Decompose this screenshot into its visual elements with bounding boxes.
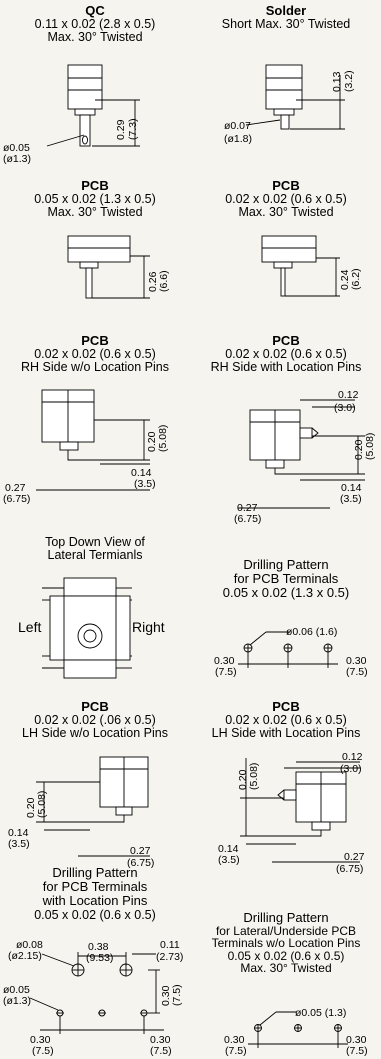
qc-switch-drawing: 0.29 (7.3) ø0.05 (ø1.3)	[3, 64, 140, 165]
solder-dim-1: (3.2)	[343, 70, 355, 92]
qc-dim-2: ø0.05	[3, 142, 30, 154]
rh-with-dim-6: 0.27	[237, 502, 258, 514]
rh-wo-dim-0: 0.20	[146, 431, 158, 452]
drill2-dim-9: (7.5)	[171, 984, 183, 1006]
drill1-dim-2: (7.5)	[215, 666, 237, 678]
lh-wo-dim-5: (6.75)	[127, 857, 154, 869]
rh-wo-dim-2: 0.14	[131, 467, 152, 479]
drill1-dim-4: (7.5)	[346, 666, 368, 678]
lh-wo-drawing: 0.20 (5.08) 0.14 (3.5) 0.27 (6.75)	[8, 756, 154, 869]
drill2-dim-1: (ø2.15)	[8, 950, 42, 962]
drill1-dim-0: ø0.06 (1.6)	[286, 626, 337, 638]
rh-with-drawing: 0.12 (3.0) 0.20 (5.08) 0.14 (3.5) 0.27 (…	[234, 389, 376, 525]
drill2-dim-13: (7.5)	[150, 1045, 172, 1057]
drill2-dim-2: 0.38	[88, 941, 109, 953]
drill1-dim-3: 0.30	[346, 655, 367, 667]
drill1-dim-1: 0.30	[214, 655, 235, 667]
drill2-drawing: ø0.08 (ø2.15) 0.38 (9.53) 0.11 (2.73) ø0…	[3, 939, 183, 1057]
rh-with-dim-1: (3.0)	[334, 402, 356, 414]
pcb2-dim-0: 0.24	[339, 269, 351, 290]
drill2-dim-11: (7.5)	[32, 1045, 54, 1057]
rh-with-dim-0: 0.12	[338, 389, 359, 401]
rh-with-dim-7: (6.75)	[234, 513, 261, 525]
pcb1-dim-1: (6.6)	[158, 270, 170, 292]
drill2-dim-7: (ø1.3)	[3, 995, 31, 1007]
drill2-dim-5: (2.73)	[156, 951, 183, 963]
rh-with-dim-3: (5.08)	[364, 433, 376, 460]
solder-dim-2: ø0.07	[224, 120, 251, 132]
lh-with-drawing: 0.20 (5.08) 0.12 (3.0) 0.14 (3.5) 0.27 (…	[218, 751, 365, 875]
solder-dim-3: (ø1.8)	[224, 133, 252, 145]
lh-wo-dim-3: (3.5)	[8, 838, 30, 850]
qc-dim-0: 0.29	[115, 119, 127, 140]
lh-with-dim-0: 0.20	[237, 769, 249, 790]
rh-with-dim-4: 0.14	[341, 482, 362, 494]
lh-with-dim-6: 0.27	[344, 851, 365, 863]
lh-wo-dim-1: (5.08)	[36, 791, 48, 818]
lh-wo-dim-2: 0.14	[8, 827, 29, 839]
rh-wo-dim-3: (3.5)	[134, 478, 156, 490]
topdown-left-label: Left	[18, 619, 41, 635]
rh-wo-dim-5: (6.75)	[3, 493, 30, 505]
topdown-drawing: Left Right	[18, 577, 165, 679]
lh-wo-dim-0: 0.20	[25, 797, 37, 818]
lh-with-dim-5: (3.5)	[218, 854, 240, 866]
drill2-dim-4: 0.11	[160, 939, 180, 951]
qc-dim-3: (ø1.3)	[3, 153, 31, 165]
lh-with-dim-4: 0.14	[218, 843, 239, 855]
drill2-dim-12: 0.30	[150, 1034, 171, 1046]
lh-with-dim-3: (3.0)	[340, 763, 362, 775]
rh-wo-dim-4: 0.27	[5, 482, 26, 494]
solder-switch-drawing: 0.13 (3.2) ø0.07 (ø1.8)	[224, 64, 355, 145]
pcb2-drawing: 0.24 (6.2)	[261, 235, 362, 297]
qc-dim-1: (7.3)	[127, 118, 139, 140]
drill2-dim-10: 0.30	[30, 1034, 51, 1046]
drill1-drawing: ø0.06 (1.6) 0.30 (7.5) 0.30 (7.5)	[214, 626, 368, 678]
rh-wo-drawing: 0.20 (5.08) 0.14 (3.5) 0.27 (6.75)	[3, 389, 169, 505]
pcb1-drawing: 0.26 (6.6)	[67, 235, 170, 299]
pcb2-dim-1: (6.2)	[350, 268, 362, 290]
rh-with-dim-5: (3.5)	[340, 493, 362, 505]
lh-with-dim-7: (6.75)	[336, 863, 363, 875]
drill2-dim-6: ø0.05	[3, 984, 30, 996]
drill3-dim-0: ø0.05 (1.3)	[295, 1007, 346, 1019]
drill2-dim-0: ø0.08	[16, 939, 43, 951]
drill2-dim-8: 0.30	[160, 985, 172, 1006]
drill3-dim-1: 0.30	[224, 1034, 245, 1046]
rh-wo-dim-1: (5.08)	[157, 425, 169, 452]
lh-with-dim-1: (5.08)	[248, 763, 260, 790]
drill3-dim-3: 0.30	[346, 1034, 367, 1046]
topdown-right-label: Right	[132, 619, 165, 635]
solder-dim-0: 0.13	[331, 71, 343, 92]
lh-wo-dim-4: 0.27	[130, 845, 151, 857]
rh-with-dim-2: 0.20	[353, 439, 365, 460]
drill2-dim-3: (9.53)	[86, 952, 113, 964]
drill3-drawing: ø0.05 (1.3) 0.30 (7.5) 0.30 (7.5)	[224, 1007, 368, 1057]
drill3-dim-4: (7.5)	[346, 1045, 368, 1057]
drill3-dim-2: (7.5)	[225, 1045, 247, 1057]
lh-with-dim-2: 0.12	[342, 751, 363, 763]
pcb1-dim-0: 0.26	[147, 271, 159, 292]
